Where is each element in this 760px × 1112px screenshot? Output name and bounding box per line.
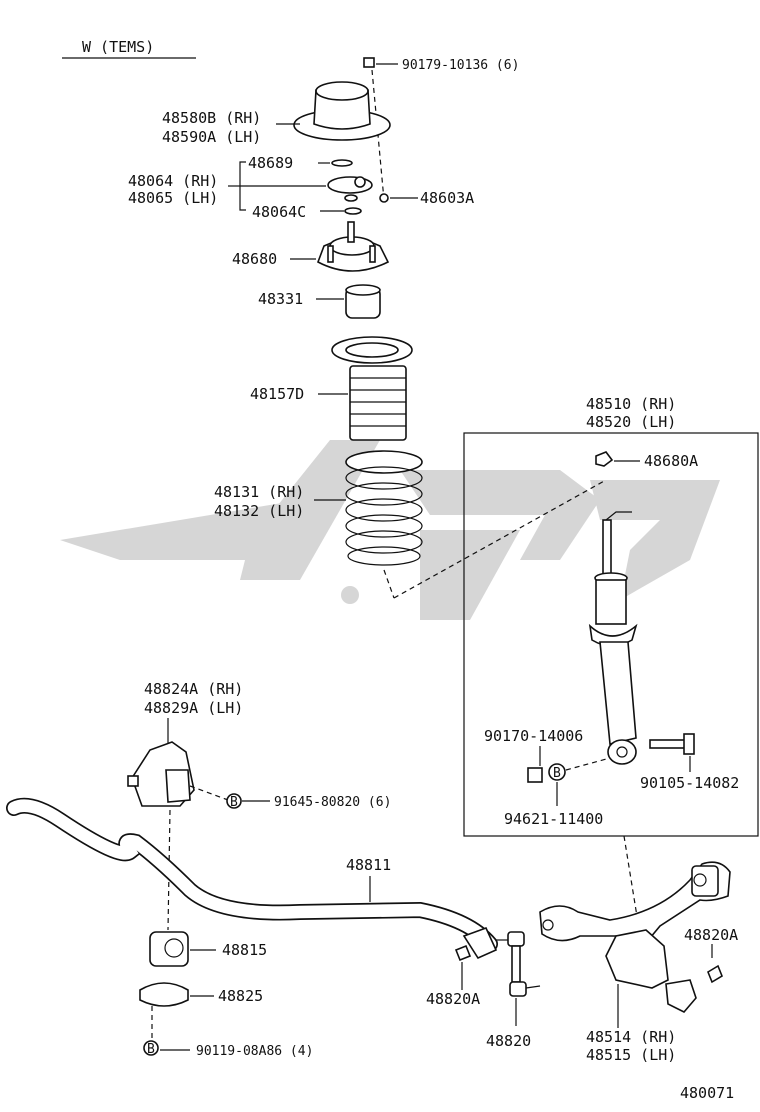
shock-absorber: [588, 511, 638, 765]
part-label: 48825: [218, 987, 263, 1005]
part-label: 48331: [258, 290, 303, 308]
part-label: 48815: [222, 941, 267, 959]
part-label: 48065 (LH): [128, 189, 218, 207]
figure-number: 480071: [680, 1084, 734, 1102]
part-label: 48157D: [250, 385, 304, 403]
shock-absorber-box: [463, 432, 759, 837]
nut-icon: [707, 964, 723, 984]
part-label: 48820: [486, 1032, 531, 1050]
dust-boot: [331, 336, 413, 441]
bolt-marker: B: [147, 1042, 155, 1057]
part-label: 48824A (RH): [144, 680, 243, 698]
part-label: 91645-80820 (6): [274, 795, 391, 810]
part-label: 48829A (LH): [144, 699, 243, 717]
bushing: [149, 931, 189, 967]
stabilizer-link: [496, 931, 541, 997]
upper-support-mount: [293, 81, 391, 141]
variant-label: W (TEMS): [82, 38, 154, 56]
part-label: 90105-14082: [640, 774, 739, 792]
part-label: 48064 (RH): [128, 172, 218, 190]
nut-icon: [454, 944, 472, 962]
part-label: 94621-11400: [504, 810, 603, 828]
bolt-marker-icon: [226, 793, 242, 809]
part-label: 48820A: [684, 926, 738, 944]
coil-spring: [345, 450, 423, 566]
stabilizer-bracket: [127, 741, 195, 807]
part-label: 48680: [232, 250, 277, 268]
watermark-logo: [60, 440, 720, 620]
part-label: 48820A: [426, 990, 480, 1008]
box-title: 48510 (RH): [586, 395, 676, 413]
part-label: 90179-10136 (6): [402, 58, 519, 73]
washer-marker: B: [553, 766, 561, 781]
part-label: 48132 (LH): [214, 502, 304, 520]
part-label: 48580B (RH): [162, 109, 261, 127]
bolt-marker-icon: [143, 1040, 159, 1056]
strut-mount: [317, 221, 390, 272]
bump-stop: [345, 284, 381, 319]
nut-icon: [527, 767, 543, 783]
washer-icon: [548, 763, 566, 781]
bolt-icon: [649, 733, 695, 755]
part-label: 90170-14006: [484, 727, 583, 745]
bolt-marker: B: [230, 795, 238, 810]
part-label: 48680A: [644, 452, 698, 470]
part-label: 48590A (LH): [162, 128, 261, 146]
part-label: 48064C: [252, 203, 306, 221]
part-label: 48131 (RH): [214, 483, 304, 501]
lower-arm: [539, 861, 731, 1013]
bushing-bracket: [139, 982, 189, 1007]
nut-icon: [363, 57, 375, 68]
part-label: 48514 (RH): [586, 1028, 676, 1046]
part-label: 48811: [346, 856, 391, 874]
part-label: 48515 (LH): [586, 1046, 676, 1064]
part-label: 48603A: [420, 189, 474, 207]
part-label: 90119-08A86 (4): [196, 1044, 313, 1059]
nut-icon: [595, 451, 614, 467]
part-label: 48689: [248, 154, 293, 172]
stabilizer-bar: [6, 797, 498, 960]
box-title: 48520 (LH): [586, 413, 676, 431]
